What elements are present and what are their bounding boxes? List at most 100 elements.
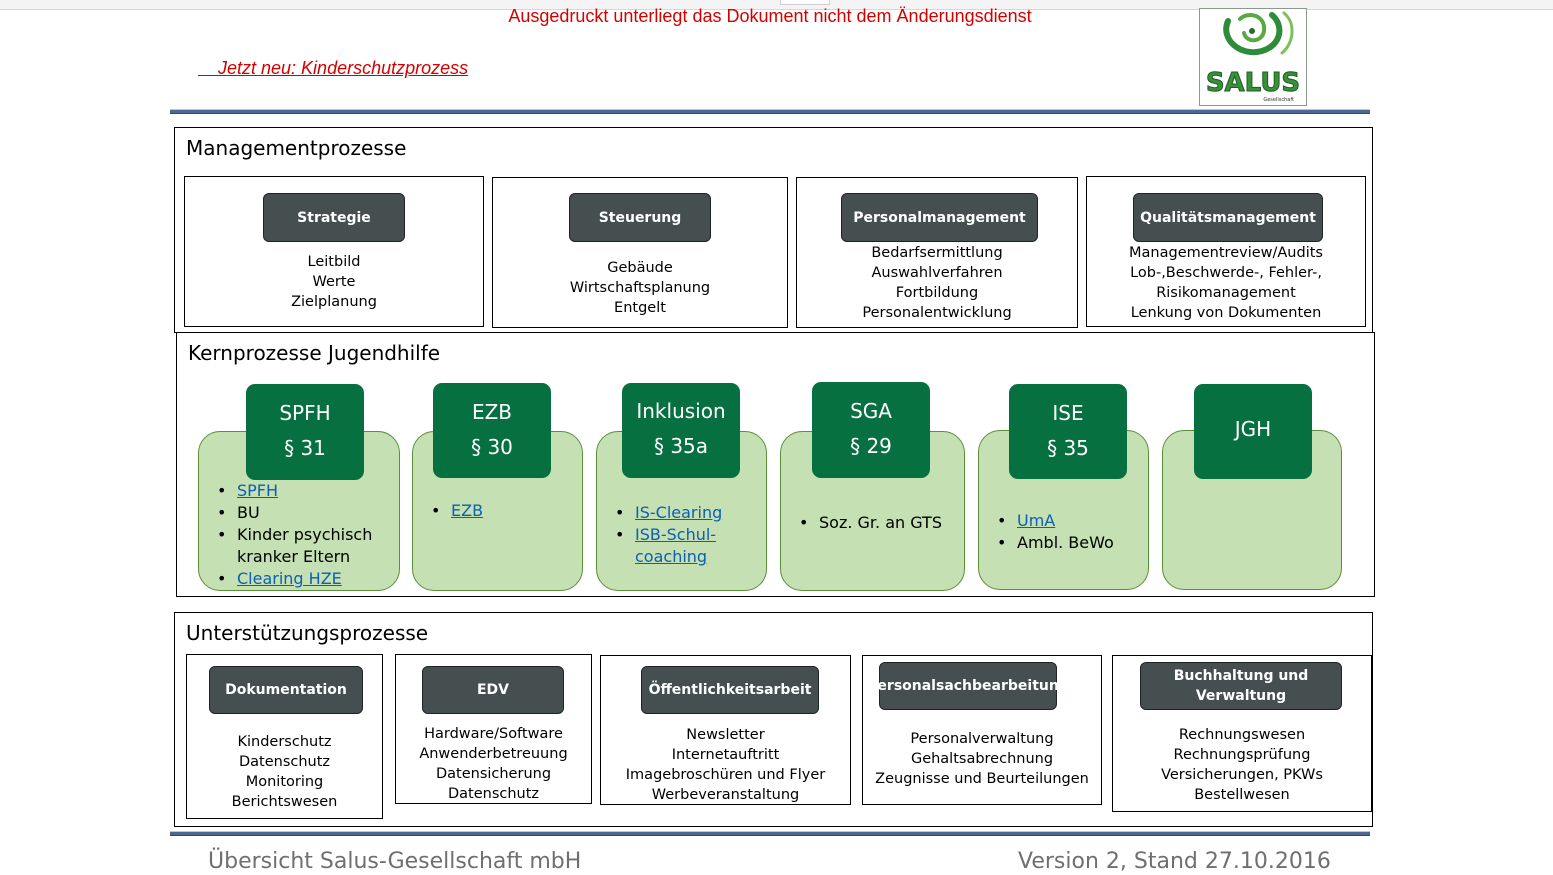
oeffentlichkeitsarbeit-line: Werbeveranstaltung xyxy=(651,787,800,803)
list-item[interactable]: SPFH xyxy=(217,480,397,502)
logo-text: SALUS xyxy=(1206,68,1300,98)
kinderschutz-link[interactable]: Jetzt neu: Kinderschutzprozess xyxy=(198,58,469,78)
spfh-list: SPFH BU Kinder psychisch kranker Eltern … xyxy=(217,480,397,590)
oeffentlichkeitsarbeit-button[interactable]: Öffentlichkeitsarbeit xyxy=(641,666,819,714)
window-top-bar xyxy=(0,0,1553,10)
inklusion-tab[interactable]: Inklusion § 35a xyxy=(622,383,740,478)
ise-list: UmA Ambl. BeWo xyxy=(997,510,1142,554)
list-item[interactable]: Clearing HZE xyxy=(217,568,397,590)
inklusion-list: IS-Clearing ISB-Schul-coaching xyxy=(615,502,735,568)
ambl-bewo-text: Ambl. BeWo xyxy=(1017,533,1114,552)
list-item[interactable]: EZB xyxy=(431,500,581,522)
buchhaltung-line: Rechnungsprüfung xyxy=(1173,747,1311,763)
logo-subtext: Gesellschaft xyxy=(1263,97,1294,103)
strategie-lines: Leitbild Werte Zielplanung xyxy=(184,252,484,312)
qualitaetsmanagement-line: Lenkung von Dokumenten xyxy=(1130,305,1322,321)
qualitaetsmanagement-line: Lob-,Beschwerde-, Fehler-, xyxy=(1130,265,1322,281)
personalsachbearbeitung-line: Personalverwaltung xyxy=(910,731,1054,747)
strategie-line: Leitbild xyxy=(307,254,361,270)
sga-tab[interactable]: SGA § 29 xyxy=(812,382,930,478)
personalmanagement-line: Fortbildung xyxy=(895,285,979,301)
steuerung-box xyxy=(492,177,788,328)
uma-link[interactable]: UmA xyxy=(1017,511,1056,530)
oeffentlichkeitsarbeit-line: Newsletter xyxy=(686,727,765,743)
inklusion-paragraph: § 35a xyxy=(653,434,709,458)
core-title: Kernprozesse Jugendhilfe xyxy=(188,341,441,365)
list-item[interactable]: IS-Clearing xyxy=(615,502,735,524)
spfh-link[interactable]: SPFH xyxy=(237,481,279,500)
personalsachbearbeitung-line: Gehaltsabrechnung xyxy=(910,751,1054,767)
bu-text: BU xyxy=(237,503,260,522)
inklusion-title: Inklusion xyxy=(636,399,726,423)
salus-logo: SALUS Gesellschaft xyxy=(1199,8,1307,106)
spfh-paragraph: § 31 xyxy=(284,436,326,460)
personalsachbearbeitung-button[interactable]: Personalsachbearbeitung xyxy=(867,662,1069,710)
list-item: Kinder psychisch kranker Eltern xyxy=(217,524,397,568)
ise-tab[interactable]: ISE § 35 xyxy=(1009,384,1127,479)
list-item: Soz. Gr. an GTS xyxy=(799,512,959,534)
strategie-button[interactable]: Strategie xyxy=(263,193,405,242)
steuerung-line: Gebäude xyxy=(607,260,673,276)
edv-line: Hardware/Software xyxy=(424,726,563,742)
dokumentation-line: Monitoring xyxy=(245,774,324,790)
footer-company: Übersicht Salus-Gesellschaft mbH xyxy=(208,849,582,874)
management-title: Managementprozesse xyxy=(186,136,407,160)
edv-line: Datensicherung xyxy=(435,766,552,782)
personalsachbearbeitung-lines: Personalverwaltung Gehaltsabrechnung Zeu… xyxy=(862,729,1102,789)
dokumentation-line: Berichtswesen xyxy=(231,794,338,810)
ezb-link[interactable]: EZB xyxy=(451,501,484,520)
list-item[interactable]: UmA xyxy=(997,510,1142,532)
ezb-paragraph: § 30 xyxy=(471,435,513,459)
header-rule xyxy=(170,109,1370,114)
jgh-title: JGH xyxy=(1234,417,1272,441)
spfh-title: SPFH xyxy=(279,401,331,425)
oeffentlichkeitsarbeit-line: Imagebroschüren und Flyer xyxy=(625,767,826,783)
buchhaltung-line: Versicherungen, PKWs xyxy=(1161,767,1323,783)
personalmanagement-lines: Bedarfsermittlung Auswahlverfahren Fortb… xyxy=(796,243,1078,323)
oeffentlichkeitsarbeit-line: Internetauftritt xyxy=(671,747,780,763)
dokumentation-button[interactable]: Dokumentation xyxy=(209,666,363,714)
strategie-line: Werte xyxy=(312,274,356,290)
buchhaltung-lines: Rechnungswesen Rechnungsprüfung Versiche… xyxy=(1112,725,1372,805)
ezb-tab[interactable]: EZB § 30 xyxy=(433,383,551,478)
spfh-tab[interactable]: SPFH § 31 xyxy=(246,384,364,480)
sga-paragraph: § 29 xyxy=(850,434,892,458)
is-clearing-link[interactable]: IS-Clearing xyxy=(635,503,723,522)
clearing-hze-link[interactable]: Clearing HZE xyxy=(237,569,342,588)
edv-line: Anwenderbetreuung xyxy=(419,746,568,762)
kinder-text: Kinder psychisch kranker Eltern xyxy=(237,525,373,566)
isb-schulcoaching-link[interactable]: ISB-Schul-coaching xyxy=(635,525,717,566)
edv-button[interactable]: EDV xyxy=(422,666,564,714)
ise-paragraph: § 35 xyxy=(1047,436,1089,460)
print-notice: Ausgedruckt unterliegt das Dokument nich… xyxy=(508,6,1032,26)
personalmanagement-line: Personalentwicklung xyxy=(862,305,1012,321)
list-item: BU xyxy=(217,502,397,524)
footer-rule xyxy=(170,831,1370,836)
steuerung-lines: Gebäude Wirtschaftsplanung Entgelt xyxy=(492,258,788,318)
list-item[interactable]: ISB-Schul-coaching xyxy=(615,524,735,568)
sga-title: SGA xyxy=(850,399,892,423)
buchhaltung-line: Bestellwesen xyxy=(1194,787,1290,803)
buchhaltung-line: Rechnungswesen xyxy=(1178,727,1306,743)
personalmanagement-button[interactable]: Personalmanagement xyxy=(841,193,1038,242)
buchhaltung-button[interactable]: Buchhaltung und Verwaltung xyxy=(1140,662,1342,710)
dokumentation-line: Datenschutz xyxy=(238,754,331,770)
personalsachbearbeitung-line: Zeugnisse und Beurteilungen xyxy=(875,771,1089,787)
steuerung-button[interactable]: Steuerung xyxy=(569,193,711,242)
qualitaetsmanagement-lines: Managementreview/Audits Lob-,Beschwerde-… xyxy=(1086,243,1366,323)
ise-title: ISE xyxy=(1052,401,1084,425)
oeffentlichkeitsarbeit-lines: Newsletter Internetauftritt Imagebroschü… xyxy=(600,725,851,805)
qualitaetsmanagement-button[interactable]: Qualitätsmanagement xyxy=(1133,193,1323,242)
strategie-line: Zielplanung xyxy=(291,294,377,310)
dokumentation-line: Kinderschutz xyxy=(237,734,332,750)
edv-lines: Hardware/Software Anwenderbetreuung Date… xyxy=(395,724,592,804)
footer-version: Version 2, Stand 27.10.2016 xyxy=(1018,849,1331,874)
soz-gr-text: Soz. Gr. an GTS xyxy=(819,513,942,532)
steuerung-line: Entgelt xyxy=(614,300,666,316)
qualitaetsmanagement-line: Managementreview/Audits xyxy=(1129,245,1323,261)
support-title: Unterstützungsprozesse xyxy=(186,621,429,645)
window-tab[interactable] xyxy=(780,0,830,5)
personalmanagement-line: Bedarfsermittlung xyxy=(871,245,1003,261)
personalmanagement-line: Auswahlverfahren xyxy=(871,265,1003,281)
jgh-tab[interactable]: JGH xyxy=(1194,384,1312,479)
